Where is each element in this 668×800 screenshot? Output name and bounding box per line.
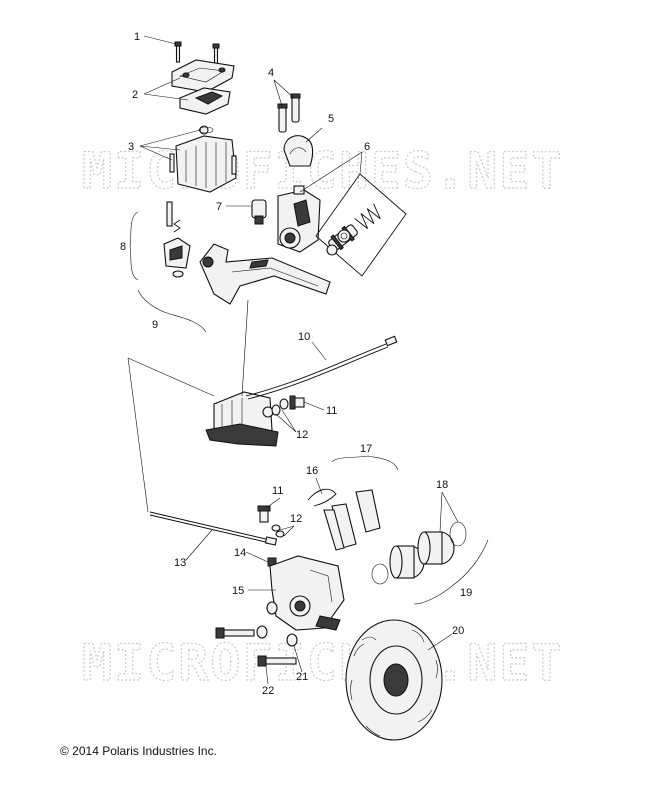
master-cylinder-body <box>277 185 321 253</box>
callout-15: 15 <box>232 585 244 597</box>
brake-disc <box>345 619 443 741</box>
brake-hose-upper <box>245 335 398 400</box>
callout-9: 9 <box>152 319 158 331</box>
callout-12-upper: 12 <box>296 429 308 441</box>
callout-4: 4 <box>268 67 274 79</box>
callout-12-lower: 12 <box>290 513 302 525</box>
callout-13: 13 <box>174 557 186 569</box>
copyright-notice: © 2014 Polaris Industries Inc. <box>60 744 217 758</box>
callout-7: 7 <box>216 201 222 213</box>
callout-3: 3 <box>128 141 134 153</box>
dust-boot <box>283 135 314 167</box>
pad-retaining-pin <box>307 488 337 507</box>
master-cylinder-assembly <box>205 391 279 447</box>
caliper-pistons <box>371 521 467 585</box>
banjo-bolt-lower <box>257 505 285 538</box>
callout-17: 17 <box>360 443 372 455</box>
watermark-top: MICROFICHES.NET <box>82 142 564 200</box>
leader-lines <box>127 35 489 685</box>
callout-2: 2 <box>132 89 138 101</box>
callout-10: 10 <box>298 331 310 343</box>
callout-19: 19 <box>460 587 472 599</box>
screw-set-top <box>174 41 220 65</box>
callout-11-upper: 11 <box>326 405 337 417</box>
reservoir-diaphragm <box>179 87 231 115</box>
callout-16: 16 <box>306 465 318 477</box>
pivot-pins <box>277 93 301 133</box>
watermark-bottom: MICROFICHES.NET <box>82 634 564 692</box>
callout-22: 22 <box>262 685 274 697</box>
callout-14: 14 <box>234 547 246 559</box>
banjo-bolt-upper <box>271 395 305 416</box>
callout-18: 18 <box>436 479 448 491</box>
brake-hose-lower <box>149 511 278 546</box>
brake-pads <box>323 489 381 551</box>
callout-20: 20 <box>452 625 464 637</box>
callout-6: 6 <box>364 141 370 153</box>
caliper-mount-bolt-upper <box>215 625 268 639</box>
callout-1: 1 <box>134 31 140 43</box>
caliper-mount-bolt-lower <box>257 633 298 667</box>
lever-bolt <box>251 199 267 225</box>
reservoir-cover <box>171 59 235 93</box>
callout-11-lower: 11 <box>272 485 283 497</box>
master-cylinder-reservoir <box>169 125 237 193</box>
callout-21: 21 <box>296 671 308 683</box>
callout-5: 5 <box>328 113 334 125</box>
callout-numbers: 1 2 3 4 5 6 7 8 9 10 11 12 16 17 11 12 1… <box>120 31 472 697</box>
brake-switch <box>163 201 191 278</box>
brake-caliper <box>266 555 345 631</box>
brake-lever <box>199 243 331 305</box>
piston-kit <box>315 173 407 277</box>
callout-8: 8 <box>120 241 126 253</box>
